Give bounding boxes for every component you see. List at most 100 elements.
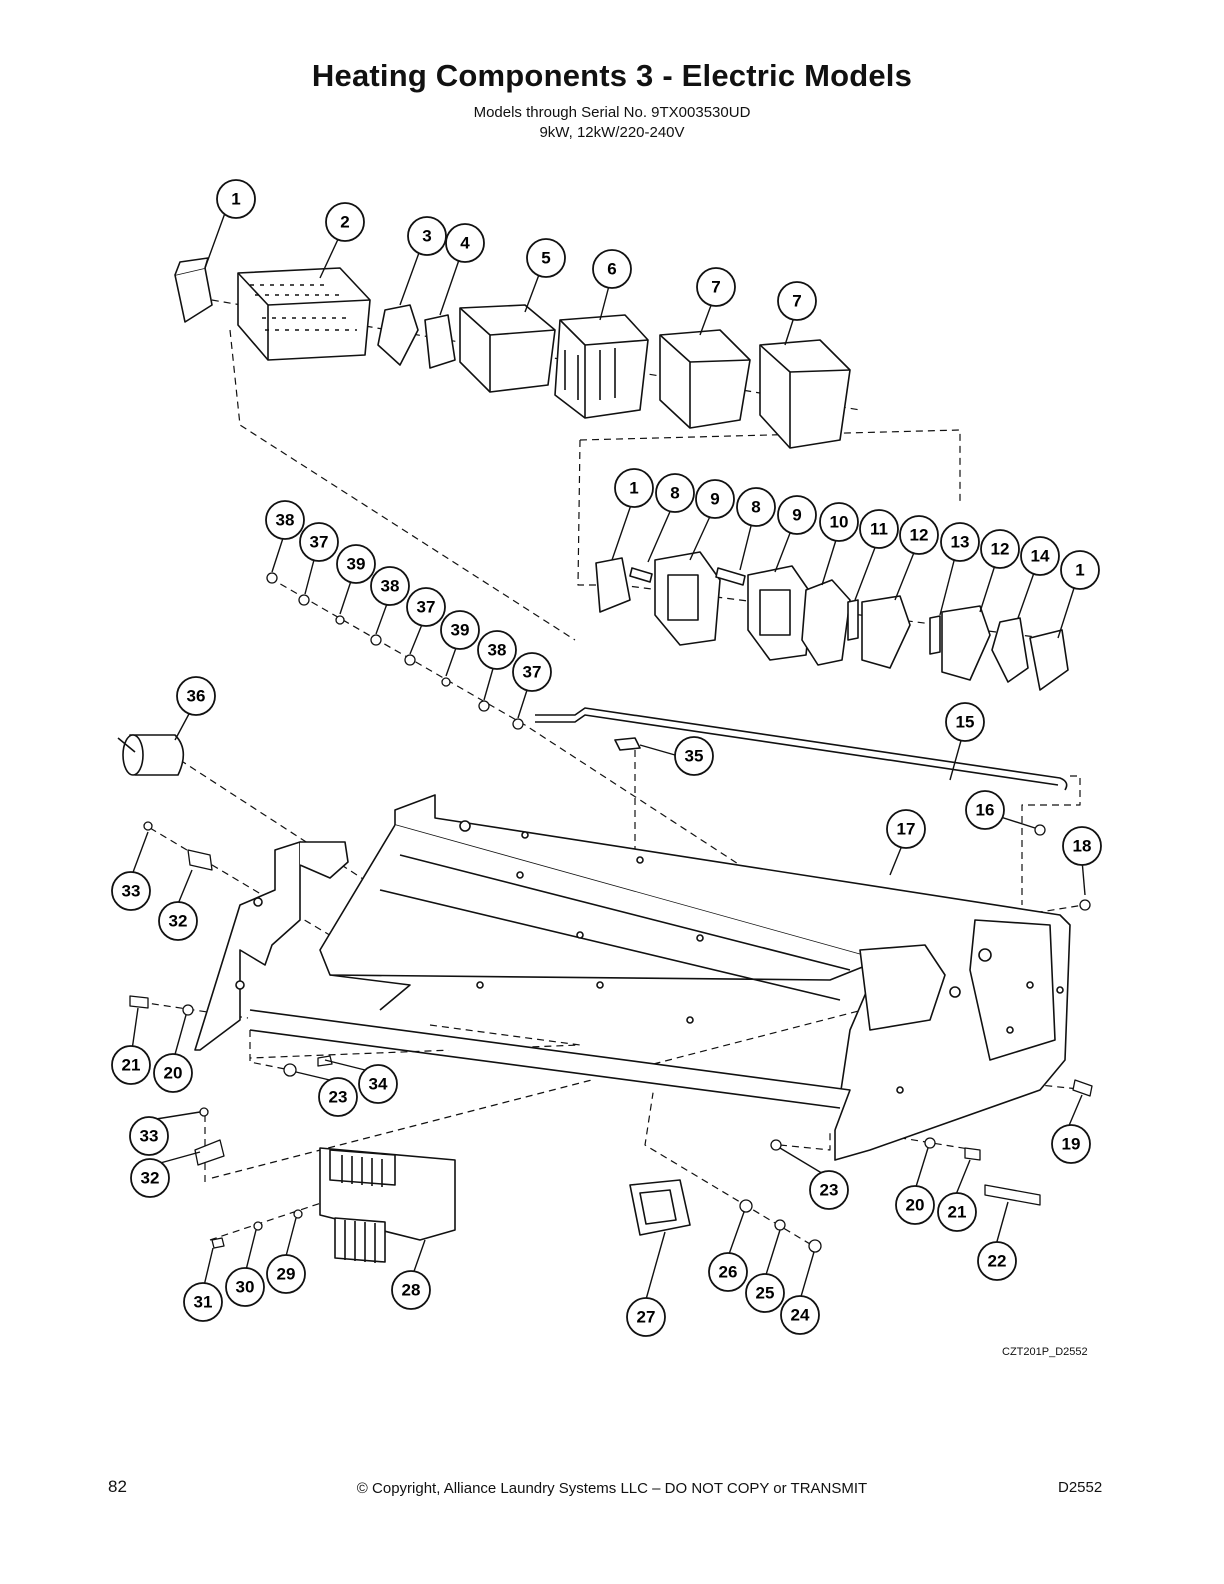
callout-number: 36 [187, 687, 206, 706]
callout: 20 [895, 1185, 935, 1225]
callout: 20 [153, 1053, 193, 1093]
callout: 38 [370, 566, 410, 606]
callout: 32 [130, 1158, 170, 1198]
page-number: 82 [108, 1477, 127, 1496]
callout: 17 [886, 809, 926, 849]
callout: 30 [225, 1267, 265, 1307]
callout-number: 15 [956, 713, 975, 732]
part-1-end-cap-top [174, 257, 213, 323]
part-14-end-plate [991, 617, 1029, 683]
page-subtitle-models: Models through Serial No. 9TX003530UD [473, 104, 751, 121]
part-35-clip [614, 737, 641, 751]
part-27-rocker-switch [629, 1179, 691, 1236]
leader-lines [131, 212, 1086, 1304]
part-4-cover-plate [424, 314, 456, 369]
callout: 38 [265, 500, 305, 540]
callout-number: 8 [670, 484, 679, 503]
callout-number: 26 [719, 1263, 738, 1282]
part-9-fuse-holder-b [747, 565, 813, 661]
callout-number: 29 [277, 1265, 296, 1284]
part-3-aux-contact [377, 304, 419, 366]
callout: 22 [977, 1241, 1017, 1281]
callout-number: 6 [607, 260, 616, 279]
callout: 13 [940, 522, 980, 562]
part-callouts: 1 2 3 4 5 6 7 7 1 8 9 8 9 10 11 12 13 12… [111, 179, 1102, 1337]
part-2-contactor [237, 267, 371, 361]
callout-number: 39 [347, 555, 366, 574]
callout-number: 8 [751, 498, 760, 517]
hardware-washers [266, 572, 524, 730]
left-hardware [129, 821, 333, 1249]
callout-number: 1 [1075, 561, 1084, 580]
callout: 27 [626, 1297, 666, 1337]
part-13-fuse [929, 615, 941, 655]
callout-number: 22 [988, 1252, 1007, 1271]
callout: 19 [1051, 1124, 1091, 1164]
callout: 23 [809, 1170, 849, 1210]
callout: 3 [407, 216, 447, 256]
callout-number: 28 [402, 1281, 421, 1300]
callout: 37 [299, 522, 339, 562]
callout-number: 18 [1073, 837, 1092, 856]
callout-number: 3 [422, 227, 431, 246]
callout: 32 [158, 901, 198, 941]
callout: 23 [318, 1077, 358, 1117]
drawing-code: CZT201P_D2552 [1002, 1346, 1088, 1358]
part-12-terminal-b [941, 605, 991, 681]
callout: 9 [695, 479, 735, 519]
callout-number: 30 [236, 1278, 255, 1297]
callout: 10 [819, 502, 859, 542]
callout: 35 [674, 736, 714, 776]
callout-number: 37 [523, 663, 542, 682]
callout-number: 31 [194, 1293, 213, 1312]
callout: 4 [445, 223, 485, 263]
callout: 7 [696, 267, 736, 307]
parts-drawing [117, 212, 1093, 1304]
part-1-end-cap-mid [595, 557, 631, 613]
part-5-contactor [459, 304, 556, 393]
callout: 34 [358, 1064, 398, 1104]
callout: 6 [592, 249, 632, 289]
callout-number: 9 [710, 490, 719, 509]
part-11-fuse [847, 599, 859, 641]
callout: 36 [176, 676, 216, 716]
callout-number: 1 [629, 479, 638, 498]
bottom-washers [739, 1199, 822, 1253]
callout: 14 [1020, 536, 1060, 576]
callout-number: 35 [685, 747, 704, 766]
callout: 29 [266, 1254, 306, 1294]
callout: 33 [111, 871, 151, 911]
callout-number: 32 [141, 1169, 160, 1188]
callout-number: 23 [329, 1088, 348, 1107]
callout: 38 [477, 630, 517, 670]
part-6-circuit-breaker [554, 314, 649, 419]
callout-number: 33 [140, 1127, 159, 1146]
callout: 26 [708, 1252, 748, 1292]
callout-number: 19 [1062, 1135, 1081, 1154]
callout: 33 [129, 1116, 169, 1156]
callout-number: 27 [637, 1308, 656, 1327]
callout-number: 5 [541, 249, 550, 268]
callout-number: 39 [451, 621, 470, 640]
callout-number: 12 [910, 526, 929, 545]
part-17-main-frame [249, 794, 1071, 1161]
part-1-end-cap-right [1029, 629, 1069, 691]
part-7-relay-a [659, 329, 751, 429]
callout: 11 [859, 509, 899, 549]
callout: 12 [980, 529, 1020, 569]
callout-number: 7 [711, 278, 720, 297]
part-36-capacitor [117, 734, 185, 776]
callout: 8 [736, 487, 776, 527]
callout: 31 [183, 1282, 223, 1322]
part-9-fuse-holder-a [654, 551, 721, 646]
callout: 9 [777, 495, 817, 535]
callout: 28 [391, 1270, 431, 1310]
callout: 24 [780, 1295, 820, 1335]
callout: 15 [945, 702, 985, 742]
callout-number: 38 [381, 577, 400, 596]
callout: 16 [965, 790, 1005, 830]
callout: 39 [440, 610, 480, 650]
callout-number: 25 [756, 1284, 775, 1303]
part-12-terminal-a [861, 595, 911, 669]
